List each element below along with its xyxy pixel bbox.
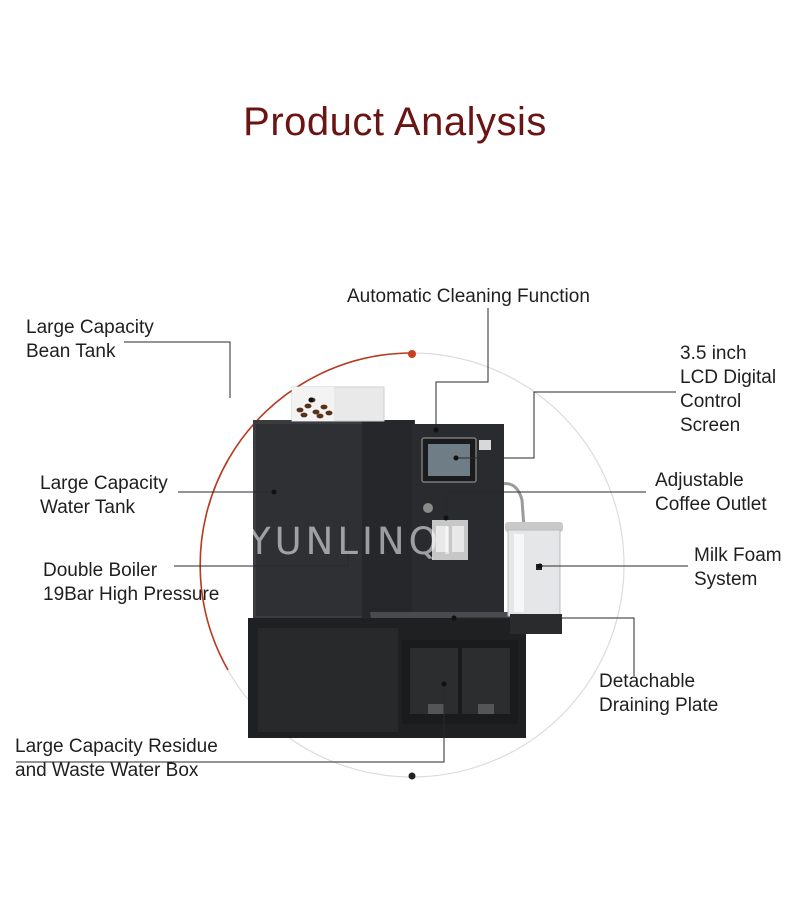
callout-line: LCD Digital xyxy=(680,367,777,388)
orbit-accent-arc xyxy=(199,352,413,671)
callout-line: Control xyxy=(680,391,742,412)
callout-line: Large Capacity Residue xyxy=(15,736,218,757)
callout-line: 19Bar High Pressure xyxy=(43,584,220,605)
watermark-text: YUNLINQI xyxy=(248,520,457,563)
callout-draining-plate: Detachable Draining Plate xyxy=(599,670,718,718)
orbit-bottom-dot xyxy=(408,772,416,780)
callout-line: Double Boiler xyxy=(43,560,158,581)
callout-line: Water Tank xyxy=(40,497,136,518)
callout-line: Screen xyxy=(680,415,741,436)
callout-bean-tank: Large Capacity Bean Tank xyxy=(26,316,154,364)
callout-line: Large Capacity xyxy=(40,473,168,494)
callout-line: and Waste Water Box xyxy=(15,760,199,781)
callout-line: Automatic Cleaning Function xyxy=(347,286,590,307)
callout-line: Adjustable xyxy=(655,470,744,491)
callout-line: Detachable xyxy=(599,671,696,692)
callout-line: Draining Plate xyxy=(599,695,719,716)
leader-lines xyxy=(16,308,688,763)
callout-line: Bean Tank xyxy=(26,341,116,362)
callout-line: System xyxy=(694,569,758,590)
callout-coffee-outlet: Adjustable Coffee Outlet xyxy=(655,469,767,517)
callout-milk-foam: Milk Foam System xyxy=(694,544,782,592)
callout-line: Coffee Outlet xyxy=(655,494,767,515)
page-title: Product Analysis xyxy=(243,100,547,144)
callout-boiler: Double Boiler 19Bar High Pressure xyxy=(43,559,219,607)
control-knob xyxy=(423,503,433,513)
callout-cleaning: Automatic Cleaning Function xyxy=(347,285,590,309)
callout-water-tank: Large Capacity Water Tank xyxy=(40,472,168,520)
orbit-top-dot xyxy=(408,350,416,358)
callout-waste-box: Large Capacity Residue and Waste Water B… xyxy=(15,735,218,783)
callout-line: Milk Foam xyxy=(694,545,782,566)
callout-line: 3.5 inch xyxy=(680,343,747,364)
callout-lcd: 3.5 inch LCD Digital Control Screen xyxy=(680,342,776,438)
leader-dots xyxy=(271,397,543,687)
callout-line: Large Capacity xyxy=(26,317,154,338)
